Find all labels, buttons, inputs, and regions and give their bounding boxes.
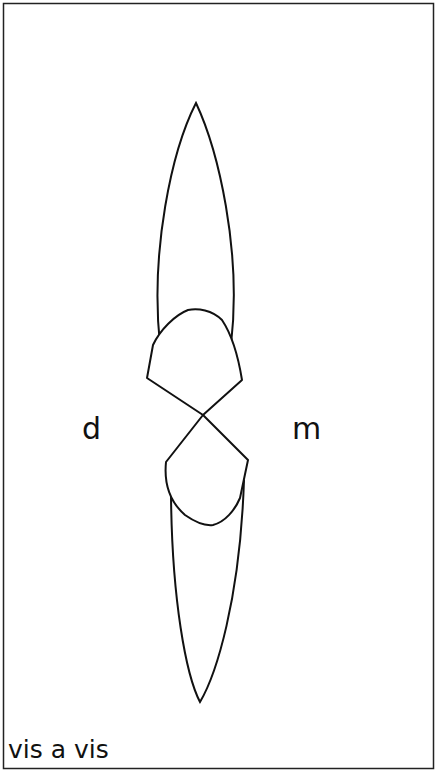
caption-label: vis a vis — [8, 737, 109, 762]
direction-label: m — [292, 414, 321, 444]
lower-crown — [166, 415, 248, 525]
direction-label: d — [82, 414, 101, 444]
frame — [4, 4, 434, 769]
upper-crown — [147, 309, 242, 415]
